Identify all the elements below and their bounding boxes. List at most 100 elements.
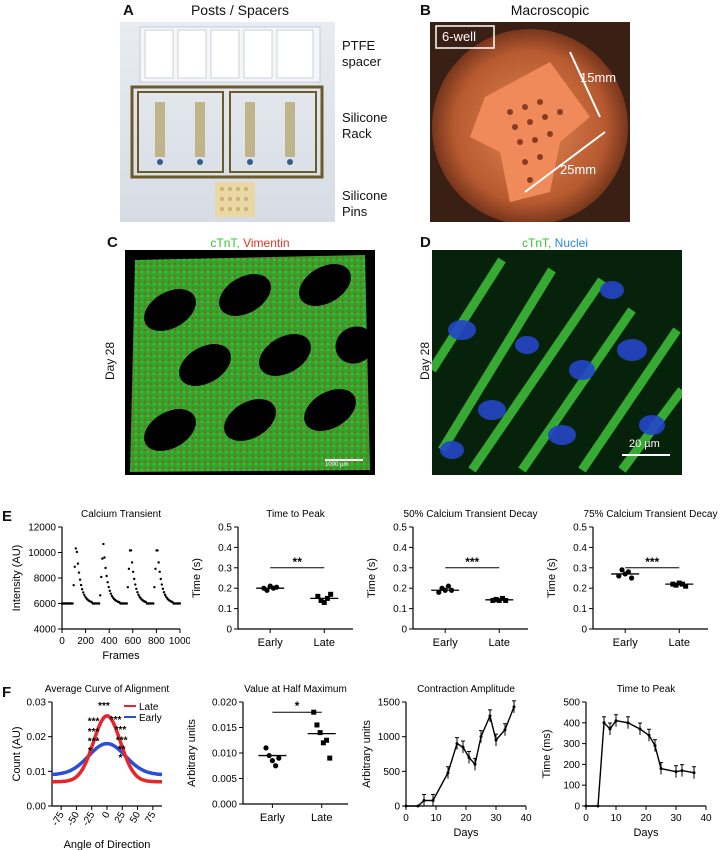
label-ptfe-spacer: PTFE spacer [342,38,382,69]
category-label: Early [260,812,286,824]
y-tick-label: 0.020 [212,698,237,709]
x-tick-label: -25 [81,810,98,828]
rack-photo-svg [130,26,324,217]
y-tick-label: 400 [563,718,580,729]
y-tick-label: 0.01 [27,767,47,778]
x-tick-label: 75 [143,810,158,826]
scale-bar-c: 1000 µm [325,462,349,468]
y-tick-label: 12000 [28,523,56,534]
data-point [674,770,678,774]
panel-a-title: Posts / Spacers [190,2,290,18]
y-tick-label: 0.000 [212,800,237,811]
x-tick-label: 0 [583,813,589,824]
data-point [608,727,612,731]
calcium-point [75,550,79,554]
cells-svg [432,257,682,473]
x-tick-label: 400 [101,636,118,647]
y-tick-label: 0 [394,802,400,813]
y-tick-label: 0.4 [393,543,407,554]
curve-late [52,714,162,784]
y-tick-label: 1000 [378,732,401,743]
x-tick-label: 800 [148,636,165,647]
y-tick-label: 200 [563,760,580,771]
panel-label-d: D [420,234,431,251]
y-tick-label: 0.4 [573,543,587,554]
y-tick-label: 0 [226,625,232,636]
calcium-point [73,565,76,568]
calcium-point [71,602,74,605]
y-tick-label: 0.02 [27,732,47,743]
panel-d-stain: cTnT, Nuclei [500,236,610,250]
y-axis-label: Time (s) [191,558,203,598]
calcium-point [157,561,160,564]
chart-title: 50% Calcium Transient Decay [404,509,538,520]
data-point [503,728,507,732]
y-axis-label: Time (ms) [541,729,553,778]
stain-ctnt-d: cTnT, [521,236,555,250]
data-point [328,591,334,597]
data-point [629,575,635,581]
tissue-svg [130,255,375,472]
y-axis-label: Arbitrary units [361,720,373,788]
category-label: Early [433,637,459,649]
calcium-point [129,549,133,552]
chart-title: Average Curve of Alignment [45,684,170,695]
calcium-point [130,561,134,564]
legend-label: Late [139,702,159,713]
data-point [321,599,327,605]
category-label: Early [613,637,639,649]
significance-stars: * [118,753,122,764]
chart-half-maximum: Value at Half Maximum0.0000.0050.0100.01… [186,684,348,824]
significance-stars: * [88,746,92,757]
y-tick-label: 0.2 [218,584,232,595]
calcium-point [152,602,155,605]
significance-stars: * [295,699,300,713]
chart-title: 75% Calcium Transient Decay [584,509,718,520]
x-tick-label: 10 [610,813,622,824]
calcium-point [158,570,161,573]
calcium-point [126,585,130,589]
calcium-point [80,588,84,591]
stain-ctnt: cTnT, [210,236,244,250]
calcium-point [76,562,80,565]
panel-label-a: A [123,2,134,19]
y-tick-label: 0.3 [573,563,587,574]
y-tick-label: 0.5 [218,523,232,534]
data-point [274,584,280,590]
x-tick-label: 25 [113,810,128,826]
calcium-point [160,583,164,586]
y-axis-label: Count (AU) [11,726,23,781]
significance-stars: ** [293,555,303,569]
dim-25mm: 25mm [560,162,597,177]
chart-calcium-transient: Calcium Transient40006000800010000120000… [11,509,190,662]
significance-stars: ** [118,744,126,755]
calcium-point [163,593,167,596]
label-silicone-pins: Silicone Pins [342,188,388,219]
calcium-point [110,594,114,598]
panel-d-micrograph: 20 µm [432,250,682,475]
data-point [269,758,275,764]
data-point [318,597,324,603]
calcium-point [100,575,103,579]
y-tick-label: 0.005 [212,774,237,785]
y-tick-label: 0 [574,802,580,813]
well-label: 6-well [442,29,476,44]
data-point [659,767,663,771]
y-tick-label: 6000 [34,599,57,610]
label-silicone-rack: Silicone Rack [342,110,388,141]
data-point [638,727,642,731]
panel-c-micrograph: 1000 µm [125,250,375,475]
data-point [422,798,426,802]
calcium-point [153,585,156,589]
data-point [416,804,420,808]
data-point [683,583,689,589]
y-axis-label: Intensity (AU) [11,545,23,612]
x-axis-label: Frames [102,650,140,662]
data-point [647,733,651,737]
data-point [317,730,323,736]
y-tick-label: 500 [383,767,400,778]
data-point [455,742,459,746]
y-tick-label: 0.00 [27,802,47,813]
y-tick-label: 1500 [378,698,401,709]
